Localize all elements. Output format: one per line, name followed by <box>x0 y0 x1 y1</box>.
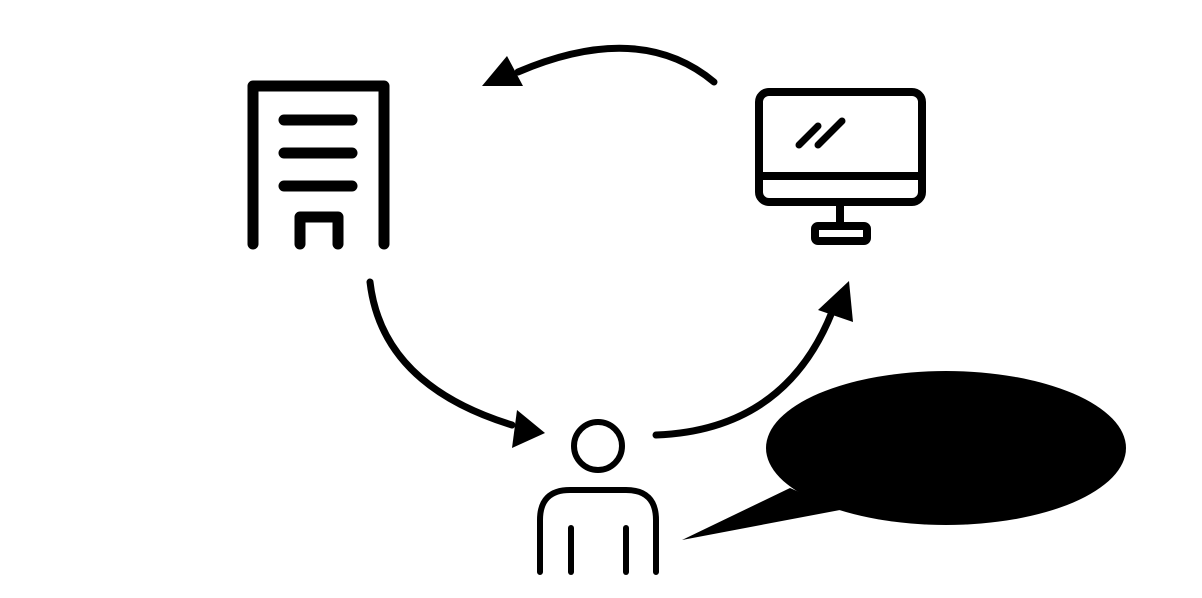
speech-bubble <box>682 371 1126 540</box>
monitor-icon <box>755 88 926 245</box>
person-icon <box>537 419 659 575</box>
arrow-person-to-computer <box>652 281 853 439</box>
arrow-computer-to-building <box>482 44 718 86</box>
arrow-building-to-person <box>366 278 545 448</box>
building-icon <box>247 80 390 250</box>
